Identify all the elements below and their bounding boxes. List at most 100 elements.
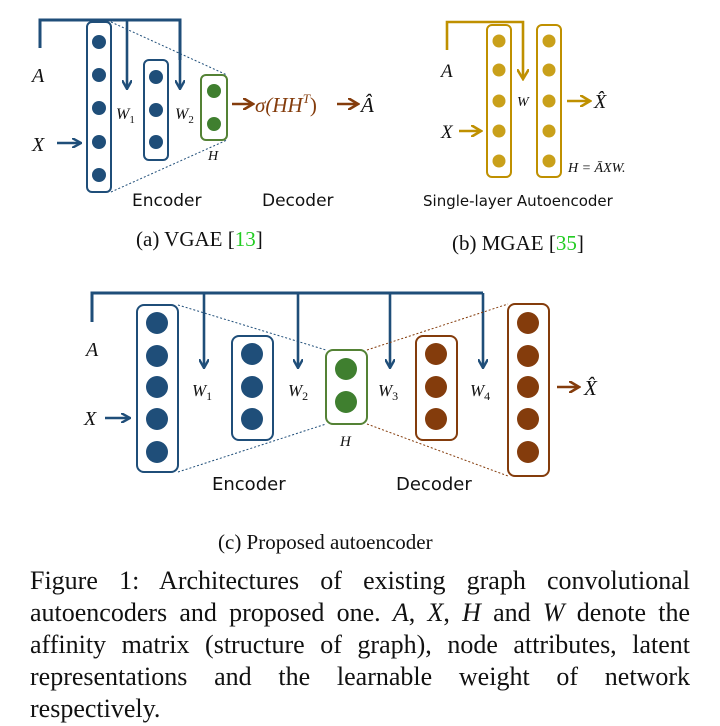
panel-b-node — [542, 154, 556, 168]
figure-caption-separator: , — [408, 598, 428, 627]
panel-c-output-layer — [507, 303, 550, 477]
panel-a-vgae: A X W1 W2 H σ(HHT) Â Encoder Decoder (a)… — [30, 18, 374, 251]
panel-a-adjacency-path — [38, 18, 182, 60]
panel-a-node — [149, 70, 163, 84]
panel-c-output-label: X̂ — [583, 376, 598, 400]
panel-b-node — [542, 34, 556, 48]
panel-a-dotted-guide — [110, 21, 228, 76]
figure-caption-text-end: denote the affinity matrix (structure of… — [30, 598, 691, 723]
panel-b-node — [542, 63, 556, 77]
figure-caption-symbol-x: X — [427, 598, 444, 627]
panel-c-node — [241, 343, 263, 365]
panel-c-latent-layer — [325, 349, 368, 425]
panel-a-label-w1: W1 — [116, 106, 135, 126]
panel-b-caption: (b) MGAE [35] — [452, 231, 584, 255]
panel-b-formula: H = ĀXW. — [567, 160, 626, 176]
panel-c-dotted-guide — [366, 303, 509, 351]
panel-c-label-a: A — [84, 339, 99, 361]
panel-a-input-layer — [86, 21, 112, 193]
panel-a-caption: (a) VGAE [13] — [136, 227, 263, 251]
panel-c-node — [146, 376, 168, 398]
panel-c-decoder-node — [517, 345, 539, 367]
panel-c-node — [241, 376, 263, 398]
panel-c-dotted-guide — [366, 423, 509, 477]
panel-b-node — [492, 124, 506, 138]
figure-caption-label: Figure 1: — [30, 566, 140, 595]
figure-caption-separator: , — [443, 598, 463, 627]
panel-a-decoder-label: Decoder — [262, 191, 334, 211]
panel-c-latent-node — [335, 358, 357, 380]
panel-a-latent-node — [207, 117, 221, 131]
figure-caption-separator: and — [480, 598, 543, 627]
panel-c-node — [241, 408, 263, 430]
panel-c-decoder-label: Decoder — [396, 474, 472, 495]
panel-c-caption: (c) Proposed autoencoder — [218, 530, 433, 554]
panel-b-node — [492, 94, 506, 108]
panel-c-latent-node — [335, 391, 357, 413]
panel-b-mgae: A X W X̂ H = ĀXW. Single-layer Autoencod… — [423, 20, 626, 255]
panel-c-label-w3: W3 — [378, 381, 398, 403]
panel-a-latent-layer — [200, 74, 228, 141]
panel-a-output-label: Â — [359, 93, 374, 117]
panel-b-output-layer — [536, 24, 562, 178]
panel-c-label-w4: W4 — [470, 381, 490, 403]
panel-c-node — [146, 312, 168, 334]
panel-b-adjacency-path — [445, 20, 523, 78]
panel-c-label-w2: W2 — [288, 381, 308, 403]
panel-b-label-a: A — [439, 61, 453, 82]
panel-c-encoder-label: Encoder — [212, 474, 286, 495]
panel-a-node — [92, 168, 106, 182]
panel-c-node — [146, 408, 168, 430]
figure-caption-symbol-h: H — [462, 598, 481, 627]
panel-c-decoder-node — [425, 376, 447, 398]
panel-a-node — [92, 68, 106, 82]
panel-b-input-layer — [486, 24, 512, 178]
panel-b-label-w: W — [517, 95, 530, 110]
figure-caption: Figure 1: Architectures of existing grap… — [30, 565, 690, 725]
panel-a-label-h: H — [207, 149, 219, 164]
figure-caption-symbol-w: W — [542, 598, 565, 627]
panel-a-node — [92, 35, 106, 49]
panel-b-node — [542, 94, 556, 108]
panel-c-decoder-hidden-layer — [415, 335, 458, 441]
panel-c-decoder-node — [425, 343, 447, 365]
panel-b-node — [542, 124, 556, 138]
panel-c-label-h: H — [339, 434, 352, 450]
panel-c-adjacency-path — [90, 291, 483, 322]
panel-c-decoder-node — [517, 408, 539, 430]
panel-b-node — [492, 34, 506, 48]
panel-b-node — [492, 63, 506, 77]
panel-a-latent-node — [207, 84, 221, 98]
panel-c-hidden-layer — [231, 335, 274, 441]
panel-a-sigma-formula: σ(HHT) — [255, 91, 317, 117]
panel-c-decoder-node — [517, 376, 539, 398]
panel-a-node — [92, 135, 106, 149]
panel-c-label-w1: W1 — [192, 381, 212, 403]
panel-b-output-label: X̂ — [593, 90, 607, 113]
panel-a-node — [149, 103, 163, 117]
panel-a-node — [92, 101, 106, 115]
panel-c-input-layer — [136, 304, 179, 473]
panel-a-node — [149, 135, 163, 149]
panel-c-decoder-node — [517, 441, 539, 463]
panel-c-label-x: X — [83, 408, 97, 430]
panel-a-dotted-guide — [110, 139, 228, 193]
panel-b-label-x: X — [440, 122, 454, 143]
panel-b-node — [492, 154, 506, 168]
panel-b-title: Single-layer Autoencoder — [423, 192, 614, 210]
panel-c-proposed: A X W1 W2 W3 W4 H X̂ Encoder Decoder (c)… — [83, 291, 598, 554]
panel-c-node — [146, 441, 168, 463]
panel-c-node — [146, 345, 168, 367]
panel-a-label-a: A — [30, 65, 45, 87]
panel-a-hidden-layer — [143, 59, 169, 161]
panel-c-decoder-node — [517, 312, 539, 334]
panel-c-dotted-guide — [177, 423, 327, 473]
panel-c-dotted-guide — [177, 304, 327, 351]
figure-caption-symbol-a: A — [392, 598, 409, 627]
figure-caption-text: Architectures of existing graph convolut… — [30, 566, 690, 627]
panel-c-decoder-node — [425, 408, 447, 430]
panel-a-label-x: X — [31, 134, 45, 156]
panel-a-encoder-label: Encoder — [132, 191, 202, 211]
panel-a-label-w2: W2 — [175, 106, 194, 126]
